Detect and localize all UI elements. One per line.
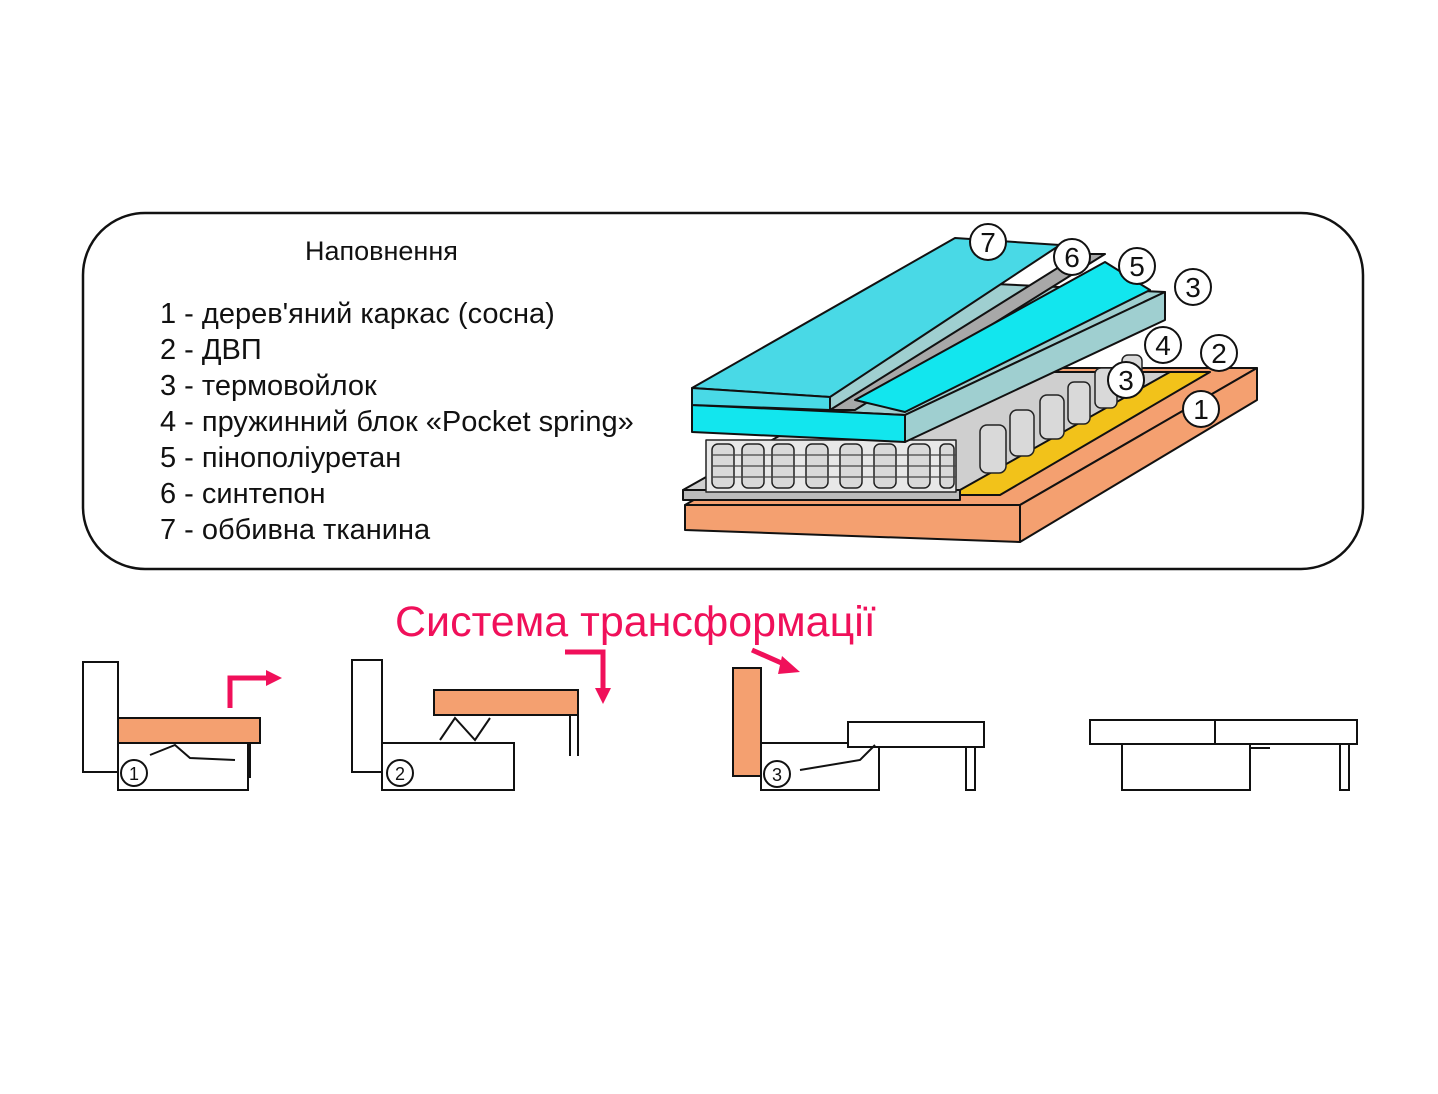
layer-item-1: 1 - дерев'яний каркас (сосна) [160,298,555,330]
svg-text:1: 1 [129,764,139,784]
transformation-steps: 1 2 3 [82,647,1358,791]
callout-1: 1 [1182,390,1220,428]
layer-item-2: 2 - ДВП [160,334,262,366]
bed-base [1121,743,1251,791]
bed-panel-right [1214,719,1358,745]
svg-text:5: 5 [1129,251,1145,282]
svg-text:7: 7 [980,227,996,258]
step-1-backrest [82,661,119,773]
step-1-arrow [227,675,268,708]
callout-7: 7 [969,223,1007,261]
step-3-backrest [732,667,762,777]
svg-text:3: 3 [1185,272,1201,303]
layer-fabric-front [691,387,831,411]
layer-item-7: 7 - оббивна тканина [160,514,431,546]
transform-step-1: 1 [82,661,282,791]
step-2-backrest [351,659,383,773]
svg-text:2: 2 [1211,338,1227,369]
svg-text:1: 1 [1193,394,1209,425]
svg-text:6: 6 [1064,242,1080,273]
bed-panel-left [1089,719,1216,745]
step-1-seat [117,717,261,744]
svg-text:4: 4 [1155,330,1171,361]
transform-step-2: 2 [351,649,611,791]
callout-5: 5 [1118,247,1156,285]
step-2-seat [433,689,579,716]
layer-item-4: 4 - пружинний блок «Pocket spring» [160,406,634,438]
layer-item-5: 5 - пінополіуретан [160,442,401,474]
callouts: 7 6 5 3 4 2 3 1 [969,223,1238,428]
callout-3-bottom: 3 [1107,361,1145,399]
transform-final-bed [1089,719,1358,791]
transformation-title: Система трансформації [395,598,876,646]
svg-text:3: 3 [1118,365,1134,396]
step-2-arrow [565,649,606,690]
layer-syntepon [829,253,1106,411]
step-3-seat [847,721,985,748]
pocket-spring-block [705,354,1143,493]
layer-item-3: 3 - термовойлок [160,370,377,402]
layer-item-6: 6 - синтепон [160,478,326,510]
layer-foam-top [854,261,1151,413]
svg-text:3: 3 [772,765,782,785]
svg-text:2: 2 [395,764,405,784]
step-3-arrow [750,647,788,668]
filling-title: Наповнення [305,236,458,266]
callout-4: 4 [1144,326,1182,364]
layer-foam-side [904,291,1166,443]
callout-6: 6 [1053,238,1091,276]
mattress-cross-section [682,237,1258,543]
callout-2: 2 [1200,334,1238,372]
callout-3-top: 3 [1174,268,1212,306]
transform-step-3: 3 [732,647,985,791]
